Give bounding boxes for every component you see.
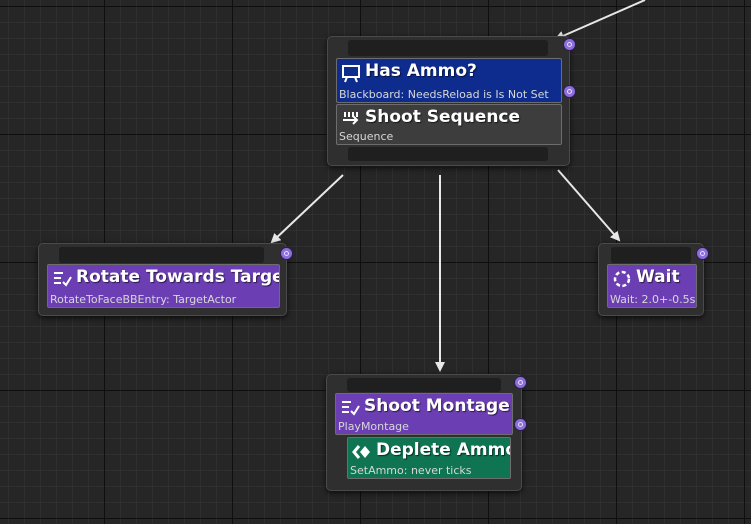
shoot-montage-node[interactable]: Shoot Montage PlayMontage Deplete Ammo S… bbox=[326, 374, 527, 491]
input-pin[interactable] bbox=[611, 247, 691, 263]
task-list-icon bbox=[54, 272, 72, 287]
has-ammo-decorator[interactable]: Has Ammo? Blackboard: NeedsReload is Is … bbox=[336, 58, 562, 103]
service-title: Deplete Ammo bbox=[376, 440, 511, 460]
breakpoint-icon[interactable] bbox=[696, 247, 709, 260]
input-pin[interactable] bbox=[59, 247, 264, 263]
service-diamond-icon bbox=[352, 445, 370, 459]
blackboard-board-icon bbox=[342, 65, 360, 83]
breakpoint-icon[interactable] bbox=[563, 85, 576, 98]
task-subtitle: RotateToFaceBBEntry: TargetActor bbox=[50, 293, 237, 306]
sequence-arrows-icon bbox=[343, 112, 359, 125]
breakpoint-icon[interactable] bbox=[514, 376, 527, 389]
deplete-ammo-service[interactable]: Deplete Ammo SetAmmo: never ticks bbox=[347, 437, 511, 479]
shoot-sequence-node[interactable]: Has Ammo? Blackboard: NeedsReload is Is … bbox=[327, 36, 576, 166]
task-list-icon bbox=[342, 401, 360, 416]
wait-circle-icon bbox=[613, 270, 631, 288]
decorator-subtitle: Blackboard: NeedsReload is Is Not Set bbox=[339, 88, 549, 101]
rotate-towards-target-task[interactable]: Rotate Towards Target RotateToFaceBBEntr… bbox=[47, 264, 280, 308]
task-title: Shoot Montage bbox=[364, 396, 510, 416]
task-subtitle: PlayMontage bbox=[338, 420, 409, 433]
output-pin[interactable] bbox=[348, 147, 548, 161]
task-title: Rotate Towards Target bbox=[76, 267, 280, 287]
shoot-montage-task[interactable]: Shoot Montage PlayMontage bbox=[335, 393, 513, 435]
breakpoint-icon[interactable] bbox=[280, 247, 293, 260]
breakpoint-icon[interactable] bbox=[514, 418, 527, 431]
shoot-sequence-composite[interactable]: Shoot Sequence Sequence bbox=[336, 104, 562, 145]
composite-title: Shoot Sequence bbox=[365, 107, 521, 127]
task-subtitle: Wait: 2.0+-0.5s bbox=[610, 293, 696, 306]
wait-node[interactable]: Wait Wait: 2.0+-0.5s bbox=[598, 243, 709, 316]
wait-task[interactable]: Wait Wait: 2.0+-0.5s bbox=[607, 264, 697, 308]
input-pin[interactable] bbox=[347, 378, 501, 392]
wire-root-to-wait bbox=[557, 169, 621, 242]
task-title: Wait bbox=[636, 267, 680, 287]
rotate-towards-target-node[interactable]: Rotate Towards Target RotateToFaceBBEntr… bbox=[38, 243, 293, 316]
composite-subtitle: Sequence bbox=[339, 130, 394, 143]
wire-parent-to-root bbox=[554, 0, 646, 41]
breakpoint-icon[interactable] bbox=[563, 38, 576, 51]
input-pin[interactable] bbox=[348, 40, 548, 56]
wire-root-to-rotate bbox=[270, 174, 344, 244]
service-subtitle: SetAmmo: never ticks bbox=[350, 464, 472, 477]
decorator-title: Has Ammo? bbox=[365, 61, 477, 81]
